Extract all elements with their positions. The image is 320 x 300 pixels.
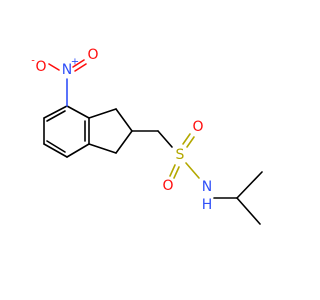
bonds — [43, 59, 263, 225]
bond-nitro-n-o-left — [48, 63, 60, 71]
bond-ring-c6-c1 — [43, 105, 68, 119]
bond-ring-c6-c1-inner — [46, 110, 66, 122]
bond-c2-ch2-top — [88, 108, 117, 119]
bond-s-o-top-2 — [186, 136, 195, 148]
bond-ch-ch2-bottom — [115, 130, 133, 154]
bond-s-o-top-1 — [182, 133, 191, 145]
bond-nitro-n-o-right-2 — [72, 59, 85, 68]
atom-sulfur: S — [176, 147, 185, 163]
bond-ring-c4-c5-inner — [46, 140, 66, 153]
bond-s-o-bottom-2 — [173, 166, 180, 179]
atom-amide-n: N — [202, 179, 212, 195]
bond-ch-ch3-bottom — [236, 197, 261, 225]
atom-sulfonyl-o-bottom: O — [162, 178, 173, 194]
bond-ch-ch3-top — [236, 171, 263, 199]
bond-s-o-bottom-1 — [169, 164, 176, 177]
atom-labels: O - N + O S O O N H — [31, 47, 212, 213]
bond-nitro-n-o-right-1 — [74, 63, 87, 72]
atom-amide-h: H — [202, 197, 213, 213]
bond-ring-c3-c4 — [66, 143, 90, 158]
atom-nitro-n: N — [62, 62, 72, 78]
bond-ch2-bottom-c3 — [88, 143, 117, 154]
charge-nitro-n: + — [71, 57, 79, 68]
charge-nitro-o-left: - — [31, 56, 35, 67]
bond-s-nh — [185, 162, 200, 179]
bond-ring-c1-c2 — [66, 105, 90, 119]
bond-ring-c4-c5 — [43, 143, 68, 158]
atom-nitro-o-right: O — [87, 47, 98, 63]
molecule-structure-diagram: O - N + O S O O N H — [31, 47, 263, 225]
atom-nitro-o-left: O — [35, 59, 46, 75]
bond-ch2-top-ch — [115, 108, 133, 132]
bond-linker-s — [157, 130, 173, 148]
atom-sulfonyl-o-top: O — [192, 119, 203, 135]
